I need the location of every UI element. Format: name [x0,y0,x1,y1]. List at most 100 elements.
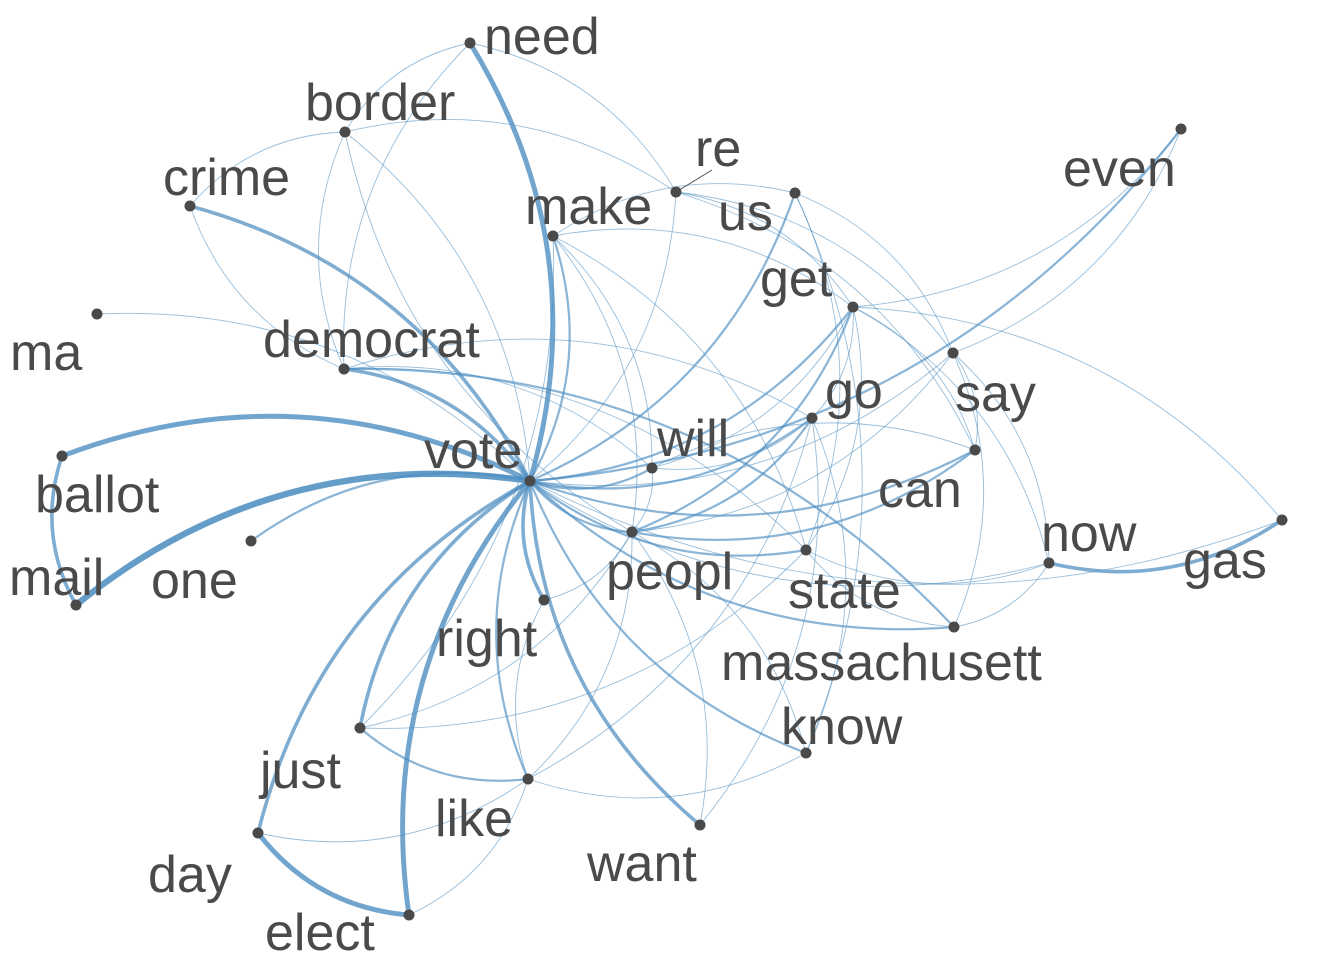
edge-get-make [552,228,854,308]
node-day: day [148,827,264,904]
edge-vote-just [358,479,532,730]
node-dot-even [1175,123,1187,135]
node-dot-state [800,544,812,556]
edge-need-democrat [343,42,471,370]
edge-vote-like [495,479,532,781]
edge-ballot-mail [50,454,78,607]
node-label-can: can [878,461,962,519]
edge-vote-ma [96,312,531,482]
edge-will-go [651,417,813,470]
node-one: one [151,535,257,610]
node-label-peopl: peopl [606,543,733,601]
node-us: us [718,184,801,242]
node-label-know: know [781,698,903,756]
edge-crime-democrat [189,205,345,370]
edge-gas-get [852,306,1283,521]
node-label-even: even [1063,140,1176,198]
edge-state-us [794,192,841,551]
node-get: get [760,250,859,313]
edge-vote-right [521,479,546,602]
node-label-need: need [484,8,600,66]
edge-vote-know [528,479,808,755]
edge-vote-peopl [528,479,634,534]
edge-need-border [344,42,471,133]
leader-line-re [675,169,713,193]
edge-just-like [358,726,530,782]
node-dot-peopl [626,526,638,538]
edge-vote-now [529,480,1050,587]
edge-like-peopl [527,531,633,780]
node-label-now: now [1041,505,1137,563]
node-dot-crime [184,200,196,212]
node-dot-us [789,187,801,199]
node-label-will: will [656,410,729,468]
node-dot-massachusett [948,621,960,633]
edge-vote-state [528,479,808,557]
edge-state-get [805,306,862,551]
edge-just-make [359,235,555,729]
node-dot-need [464,37,476,49]
edge-vote-even [528,127,1183,483]
node-dot-day [252,827,264,839]
edge-will-democrat [343,366,653,469]
edge-want-peopl [631,531,708,826]
edge-now-gas [1047,518,1284,574]
node-dot-want [694,819,706,831]
node-dot-like [522,773,534,785]
edge-know-go [805,417,847,754]
node-label-re: re [695,120,741,178]
node-label-want: want [586,835,697,893]
edge-get-even [852,128,1182,308]
edge-can-get [852,306,976,451]
node-dot-know [800,747,812,759]
edge-know-peopl [631,531,807,754]
edge-go-get [811,306,854,419]
edge-right-peopl [543,531,633,601]
node-dot-ballot [56,450,68,462]
edge-border-crime [189,131,346,207]
node-ma: ma [10,308,103,382]
edge-peopl-go [630,416,814,534]
edge-vote-re [529,191,677,482]
node-mail: mail [9,549,104,611]
node-say: say [947,347,1036,423]
edge-vote-ballot [59,413,533,484]
node-dot-gas [1276,514,1288,526]
node-make: make [525,178,652,242]
node-dot-one [245,535,257,547]
node-dot-border [339,126,351,138]
edge-right-like [515,599,545,780]
edge-state-massachusett [805,549,955,628]
node-label-right: right [436,610,538,668]
edge-will-make [552,235,653,469]
edge-day-elect [255,830,412,918]
edge-vote-elect [400,478,533,918]
node-label-like: like [435,790,513,848]
edge-peopl-say [631,352,954,533]
node-dot-say [947,347,959,359]
node-just: just [258,722,366,800]
node-label-mail: mail [9,549,104,607]
edge-vote-make [528,234,571,483]
node-right: right [436,594,550,668]
node-label-make: make [525,178,652,236]
edge-vote-day [256,479,532,835]
node-can: can [878,444,981,519]
node-label-get: get [760,250,833,308]
edges-layer [50,40,1284,918]
node-label-crime: crime [163,149,290,207]
edge-elect-like [408,778,529,916]
edge-vote-get [528,305,855,483]
edge-can-say [952,352,978,451]
edge-day-like [257,778,529,843]
node-dot-democrat [338,363,350,375]
edge-massachusett-now [953,562,1050,628]
edge-peopl-get [630,305,855,534]
node-dot-vote [524,475,536,487]
node-label-vote: vote [424,422,522,480]
node-go: go [806,362,883,424]
node-even: even [1063,123,1187,198]
edge-like-know [527,752,807,799]
node-now: now [1041,505,1137,569]
edge-border-peopl [344,131,633,533]
